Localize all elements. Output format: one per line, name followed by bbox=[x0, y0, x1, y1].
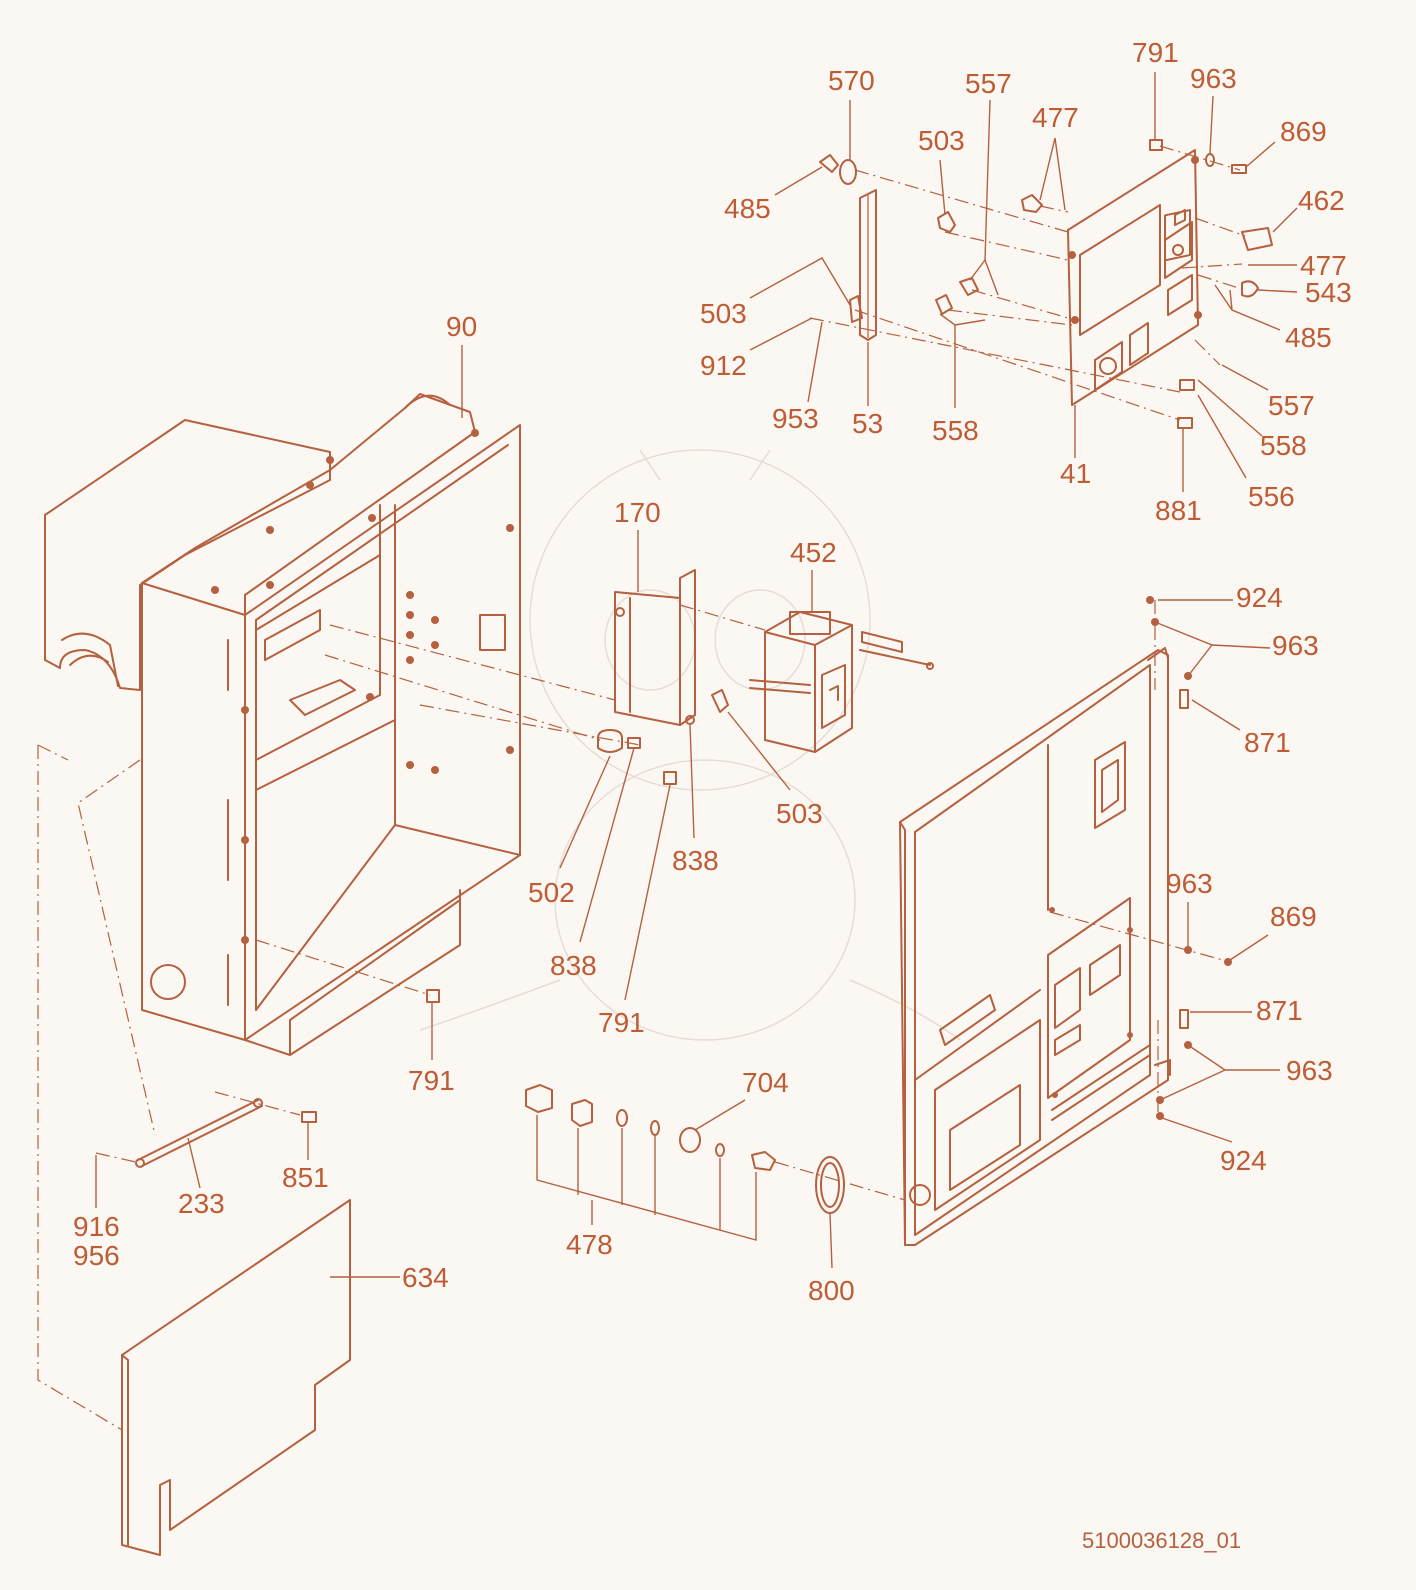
label-634: 634 bbox=[402, 1262, 449, 1293]
label-477: 477 bbox=[1300, 250, 1347, 281]
label-963: 963 bbox=[1272, 630, 1319, 661]
part-labels: 570 503 557 477 791 963 869 485 462 477 … bbox=[73, 37, 1352, 1306]
label-924: 924 bbox=[1236, 582, 1283, 613]
label-53: 53 bbox=[852, 408, 883, 439]
label-881: 881 bbox=[1155, 495, 1202, 526]
label-478: 478 bbox=[566, 1229, 613, 1260]
label-503: 503 bbox=[918, 125, 965, 156]
label-871: 871 bbox=[1256, 995, 1303, 1026]
label-791: 791 bbox=[408, 1065, 455, 1096]
label-477: 477 bbox=[1032, 102, 1079, 133]
label-956: 956 bbox=[73, 1240, 120, 1271]
label-503: 503 bbox=[700, 298, 747, 329]
label-485: 485 bbox=[724, 193, 771, 224]
label-557: 557 bbox=[1268, 390, 1315, 421]
label-869: 869 bbox=[1270, 901, 1317, 932]
label-233: 233 bbox=[178, 1188, 225, 1219]
assembly-lines bbox=[37, 145, 1246, 1431]
label-570: 570 bbox=[828, 65, 875, 96]
label-557: 557 bbox=[965, 68, 1012, 99]
small-parts-top bbox=[819, 139, 1273, 429]
plate-634 bbox=[121, 1199, 351, 1556]
label-462: 462 bbox=[1298, 185, 1345, 216]
rod-233 bbox=[135, 1098, 317, 1168]
label-838: 838 bbox=[672, 845, 719, 876]
leader-lines bbox=[95, 72, 1298, 1278]
label-503: 503 bbox=[776, 798, 823, 829]
label-963: 963 bbox=[1190, 63, 1237, 94]
label-558: 558 bbox=[1260, 430, 1307, 461]
label-838: 838 bbox=[550, 950, 597, 981]
label-90: 90 bbox=[446, 311, 477, 342]
label-556: 556 bbox=[1248, 481, 1295, 512]
label-869: 869 bbox=[1280, 116, 1327, 147]
label-452: 452 bbox=[790, 537, 837, 568]
watermark bbox=[419, 449, 961, 1041]
label-953: 953 bbox=[772, 403, 819, 434]
document-id: 5100036128_01 bbox=[1082, 1528, 1241, 1553]
small-parts-center bbox=[426, 689, 729, 1003]
door-panel bbox=[899, 596, 1232, 1246]
panel-41 bbox=[1067, 149, 1202, 406]
label-704: 704 bbox=[742, 1067, 789, 1098]
label-963: 963 bbox=[1286, 1055, 1333, 1086]
label-916: 916 bbox=[73, 1211, 120, 1242]
label-558: 558 bbox=[932, 415, 979, 446]
label-485: 485 bbox=[1285, 322, 1332, 353]
label-502: 502 bbox=[528, 877, 575, 908]
housing-90 bbox=[44, 393, 521, 1056]
label-41: 41 bbox=[1060, 458, 1091, 489]
label-170: 170 bbox=[614, 497, 661, 528]
rail-53 bbox=[849, 189, 877, 341]
label-851: 851 bbox=[282, 1162, 329, 1193]
label-800: 800 bbox=[808, 1275, 855, 1306]
switch-assembly-478 bbox=[525, 1084, 845, 1241]
label-963: 963 bbox=[1166, 868, 1213, 899]
label-912: 912 bbox=[700, 350, 747, 381]
label-543: 543 bbox=[1305, 277, 1352, 308]
label-924: 924 bbox=[1220, 1145, 1267, 1176]
label-791: 791 bbox=[598, 1007, 645, 1038]
label-791: 791 bbox=[1132, 37, 1179, 68]
breaker-452 bbox=[749, 611, 934, 753]
bracket-170 bbox=[614, 569, 696, 726]
label-871: 871 bbox=[1244, 727, 1291, 758]
